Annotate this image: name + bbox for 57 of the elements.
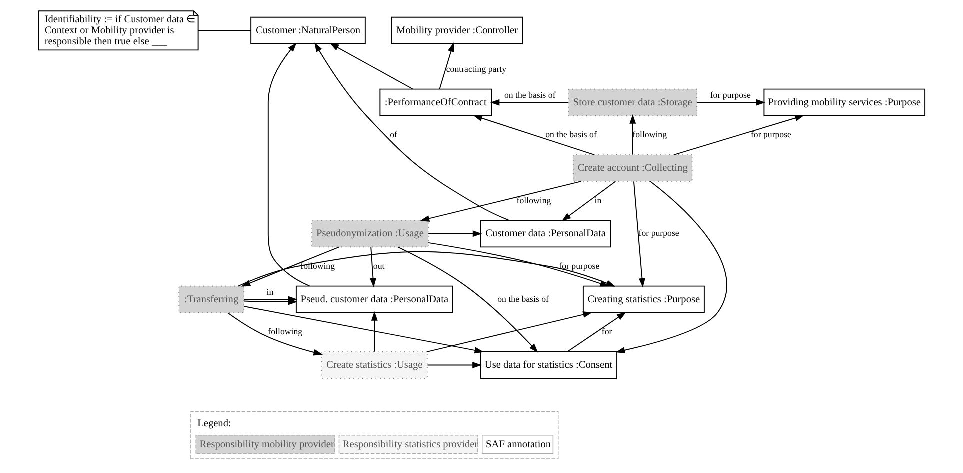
legend-label: Responsibility statistics provider	[342, 439, 478, 450]
arrow	[472, 115, 594, 156]
connector	[197, 30, 251, 32]
edge-label: on the basis of	[545, 130, 596, 140]
node-box: Customer :NaturalPerson	[250, 16, 366, 44]
arrow	[420, 181, 582, 222]
edge-label: for purpose	[638, 228, 679, 238]
arrow	[438, 42, 454, 90]
arrow	[240, 246, 340, 287]
arrow	[426, 362, 482, 368]
edge-label: contracting party	[446, 64, 506, 74]
node-box: Create account :Collecting	[572, 154, 692, 182]
edge-label: on the basis of	[504, 90, 556, 100]
edge-label: in	[594, 195, 602, 206]
edge-label: of	[390, 130, 398, 140]
arrow	[397, 246, 538, 353]
node-box: Use data for statistics :Consent	[480, 351, 617, 379]
arrow	[615, 181, 727, 354]
edge-label: on the basis of	[497, 294, 548, 304]
node-box: Create statistics :Usage	[320, 351, 428, 379]
node-box: Providing mobility services :Purpose	[763, 88, 926, 116]
arrow	[426, 312, 592, 352]
edge-label: for	[601, 326, 612, 337]
label: Legend:	[197, 418, 231, 430]
arrow	[561, 181, 616, 222]
arrow	[226, 312, 323, 356]
node-box: Store customer data :Storage	[568, 88, 698, 116]
arrow	[243, 296, 298, 303]
arrow	[267, 42, 310, 287]
arrow	[566, 312, 626, 352]
node-box: Pseud. customer data :PersonalData	[295, 286, 453, 314]
arrow	[696, 99, 766, 106]
edge-label: following	[516, 195, 551, 206]
arrow	[428, 230, 482, 238]
legend-label: Responsibility mobility provider	[199, 439, 334, 450]
edge-label: out	[372, 261, 384, 272]
arrow	[673, 115, 804, 156]
node-box: Pseudonymization :Usage	[310, 220, 428, 248]
edge-label: for purpose	[710, 90, 750, 100]
arrow	[490, 99, 568, 106]
node-box: Mobility provider :Controller	[391, 16, 523, 44]
arrow	[314, 42, 510, 222]
legend-label: SAF annotation	[486, 439, 551, 450]
arrow	[632, 181, 645, 288]
node-box: Creating statistics :Purpose	[582, 286, 704, 314]
node-box: :Transferring	[178, 286, 244, 314]
node-box: :PerformanceOfContract	[379, 88, 492, 116]
arrow	[629, 114, 636, 156]
arrow	[243, 306, 484, 354]
edge-label: in	[266, 286, 274, 297]
edge-label: following	[268, 326, 302, 337]
edge-label: for purpose	[750, 130, 791, 140]
arrow	[370, 312, 378, 352]
arrow	[369, 246, 376, 288]
edge-label: following	[300, 261, 335, 272]
node-box: Customer data :PersonalData	[480, 220, 611, 248]
arrow	[329, 43, 414, 90]
